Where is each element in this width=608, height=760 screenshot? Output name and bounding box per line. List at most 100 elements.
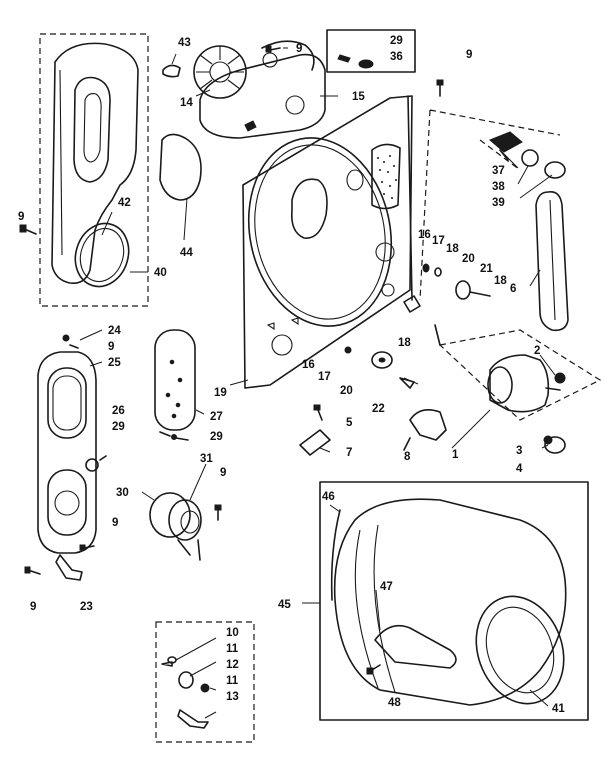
part-fitting-3-4 (543, 435, 566, 454)
callout-9: 9 (18, 211, 24, 223)
callout-21: 21 (480, 263, 493, 275)
callout-1: 1 (452, 449, 459, 461)
part-switch-26 (85, 455, 107, 472)
callout-7: 7 (346, 447, 352, 459)
part-belt-6 (535, 190, 569, 332)
part-front-duct (51, 42, 139, 285)
callout-14: 14 (180, 97, 193, 109)
box-10-13 (155, 621, 255, 743)
callout-42: 42 (118, 197, 131, 209)
callout-30: 30 (116, 487, 129, 499)
callout-18: 18 (446, 243, 459, 255)
screw-48 (366, 664, 381, 675)
part-washer-16-17 (422, 263, 442, 277)
part-bracket-7 (299, 429, 331, 456)
part-blower-housing-15 (199, 40, 326, 139)
callout-22: 22 (372, 403, 385, 415)
callout-27: 27 (210, 411, 223, 423)
part-front-panel-25 (37, 351, 97, 554)
callout-9: 9 (466, 49, 472, 61)
callout-38: 38 (492, 181, 505, 193)
callout-10: 10 (226, 627, 239, 639)
callout-6: 6 (510, 283, 516, 295)
part-thermostat-30 (149, 492, 202, 561)
part-pulley-20-lower (344, 346, 393, 369)
callout-25: 25 (108, 357, 121, 369)
callout-37: 37 (492, 165, 505, 177)
callout-20: 20 (462, 253, 475, 265)
screw-9-24 (62, 334, 79, 349)
part-idler-pulley-20 (455, 280, 491, 300)
callout-43: 43 (178, 37, 191, 49)
part-gasket-44 (159, 133, 202, 201)
dashed-guides (419, 109, 602, 421)
callout-11: 11 (226, 675, 239, 687)
screw-9-left (19, 224, 37, 235)
callout-36: 36 (390, 51, 403, 63)
part-bracket-23 (55, 554, 83, 581)
callout-4: 4 (516, 463, 523, 475)
callout-29: 29 (390, 35, 403, 47)
leader-lines (79, 47, 556, 719)
callout-23: 23 (80, 601, 93, 613)
screw-9-top (265, 45, 281, 53)
callout-9: 9 (108, 341, 114, 353)
parts-10-13 (161, 656, 210, 729)
callout-18: 18 (398, 337, 411, 349)
part-duct-seal-42 (74, 222, 130, 288)
callout-9: 9 (296, 43, 302, 55)
callout-3: 3 (516, 445, 522, 457)
box-45 (319, 481, 589, 721)
callout-18: 18 (494, 275, 507, 287)
callout-labels: 43 9 29 36 9 14 15 37 38 39 42 44 9 40 1… (18, 35, 565, 715)
callout-20: 20 (340, 385, 353, 397)
callout-45: 45 (278, 599, 291, 611)
callout-24: 24 (108, 325, 121, 337)
callout-12: 12 (226, 659, 239, 671)
part-bracket-motor (403, 295, 441, 346)
stipple-vent (377, 155, 397, 199)
callout-44: 44 (180, 247, 193, 259)
part-motor-1 (487, 354, 566, 413)
callout-26: 26 (112, 405, 125, 417)
callout-39: 39 (492, 197, 505, 209)
part-clamp-8 (403, 409, 447, 451)
callout-16: 16 (418, 229, 431, 241)
callout-48: 48 (388, 697, 401, 709)
part-heater-27 (154, 329, 196, 437)
screw-5 (313, 404, 323, 421)
callout-29: 29 (210, 431, 223, 443)
screw-9-thermo (214, 504, 222, 521)
part-drum-41 (333, 498, 567, 706)
callout-15: 15 (352, 91, 365, 103)
callout-11: 11 (226, 643, 239, 655)
callout-40: 40 (154, 267, 167, 279)
part-clip-43 (162, 64, 181, 78)
screw-29-heater (171, 434, 189, 441)
callout-46: 46 (322, 491, 335, 503)
part-switch-38 (521, 149, 539, 167)
callout-5: 5 (346, 417, 353, 429)
callout-17: 17 (318, 371, 331, 383)
box-40 (39, 33, 149, 307)
callout-17: 17 (432, 235, 445, 247)
part-rear-bulkhead-19 (242, 95, 413, 389)
callout-41: 41 (552, 703, 565, 715)
screw-9-lowerleft (24, 544, 95, 575)
box-29-36 (326, 29, 416, 73)
part-blower-wheel-14 (193, 45, 247, 99)
part-clip-22 (399, 377, 415, 389)
callout-13: 13 (226, 691, 239, 703)
callout-2: 2 (534, 345, 540, 357)
callout-8: 8 (404, 451, 411, 463)
callout-9: 9 (112, 517, 118, 529)
callout-9: 9 (30, 601, 36, 613)
part-bearing-39 (544, 161, 566, 179)
screw-9-topright (436, 79, 444, 97)
callout-16: 16 (302, 359, 315, 371)
callout-9: 9 (220, 467, 226, 479)
part-seal-46 (330, 509, 341, 601)
callout-29: 29 (112, 421, 125, 433)
callout-31: 31 (200, 453, 213, 465)
